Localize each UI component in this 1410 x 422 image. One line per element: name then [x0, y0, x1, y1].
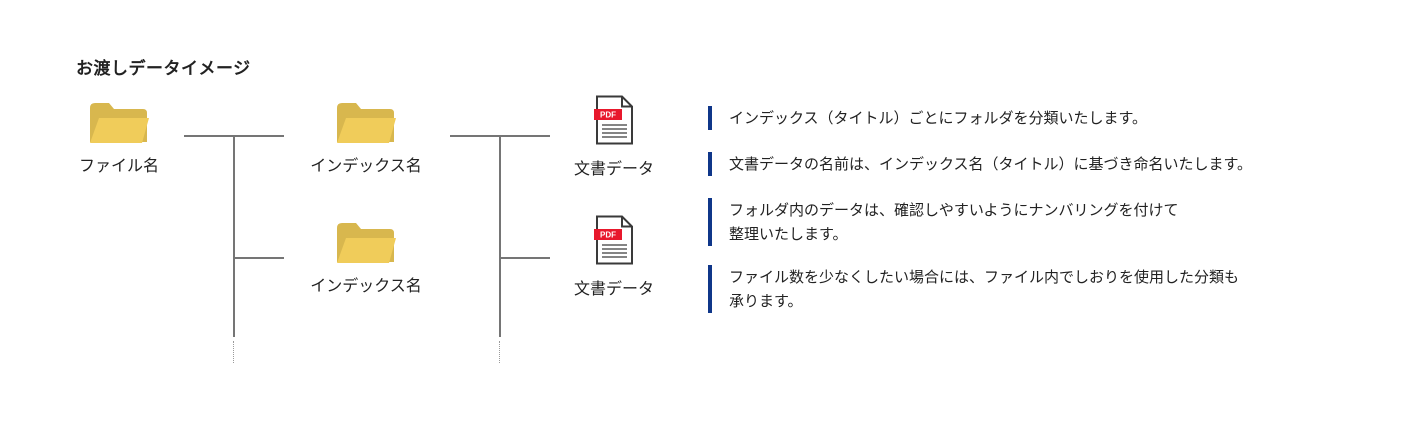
pdf-file-node[interactable]: PDF 文書データ	[569, 95, 659, 179]
note-line: 整理いたします。	[729, 225, 848, 243]
note-line: フォルダ内のデータは、確認しやすいようにナンバリングを付けて	[729, 201, 1179, 219]
pdf-badge-text: PDF	[600, 231, 616, 240]
connector-index-vertical	[499, 135, 501, 337]
pdf-file-node[interactable]: PDF 文書データ	[569, 215, 659, 299]
note-line: 承ります。	[729, 292, 803, 310]
diagram-title: お渡しデータイメージ	[76, 59, 251, 79]
index-folder-node[interactable]: インデックス名	[303, 100, 429, 176]
note-line: インデックス（タイトル）ごとにフォルダを分類いたします。	[729, 109, 1148, 127]
index-folder-label: インデックス名	[310, 276, 422, 295]
connector-root-vertical	[233, 135, 235, 337]
note-item: ファイル数を少なくしたい場合には、ファイル内でしおりを使用した分類も 承ります。	[708, 265, 1389, 313]
note-line: ファイル数を少なくしたい場合には、ファイル内でしおりを使用した分類も	[729, 268, 1240, 286]
connector-index-continuation	[499, 341, 500, 363]
index-folder-node[interactable]: インデックス名	[303, 220, 429, 296]
pdf-badge	[594, 109, 622, 120]
note-item: フォルダ内のデータは、確認しやすいようにナンバリングを付けて 整理いたします。	[708, 198, 1389, 246]
pdf-file-label: 文書データ	[573, 279, 654, 298]
pdf-file-icon: PDF	[594, 215, 633, 265]
note-line: 文書データの名前は、インデックス名（タイトル）に基づき命名いたします。	[729, 155, 1253, 173]
folder-icon	[90, 103, 149, 143]
root-folder-label: ファイル名	[78, 156, 159, 175]
folder-icon	[337, 223, 396, 263]
pdf-file-icon: PDF	[594, 95, 633, 145]
index-folder-label: インデックス名	[310, 156, 422, 175]
connector-root-branch	[233, 257, 284, 259]
note-item: インデックス（タイトル）ごとにフォルダを分類いたします。	[708, 106, 1389, 130]
pdf-badge	[594, 229, 622, 240]
note-item: 文書データの名前は、インデックス名（タイトル）に基づき命名いたします。	[708, 152, 1389, 176]
root-folder-node[interactable]: ファイル名	[76, 100, 162, 176]
pdf-file-label: 文書データ	[573, 159, 654, 178]
connector-root-continuation	[233, 341, 234, 363]
folder-icon	[337, 103, 396, 143]
pdf-badge-text: PDF	[600, 111, 616, 120]
connector-index-branch	[499, 257, 550, 259]
